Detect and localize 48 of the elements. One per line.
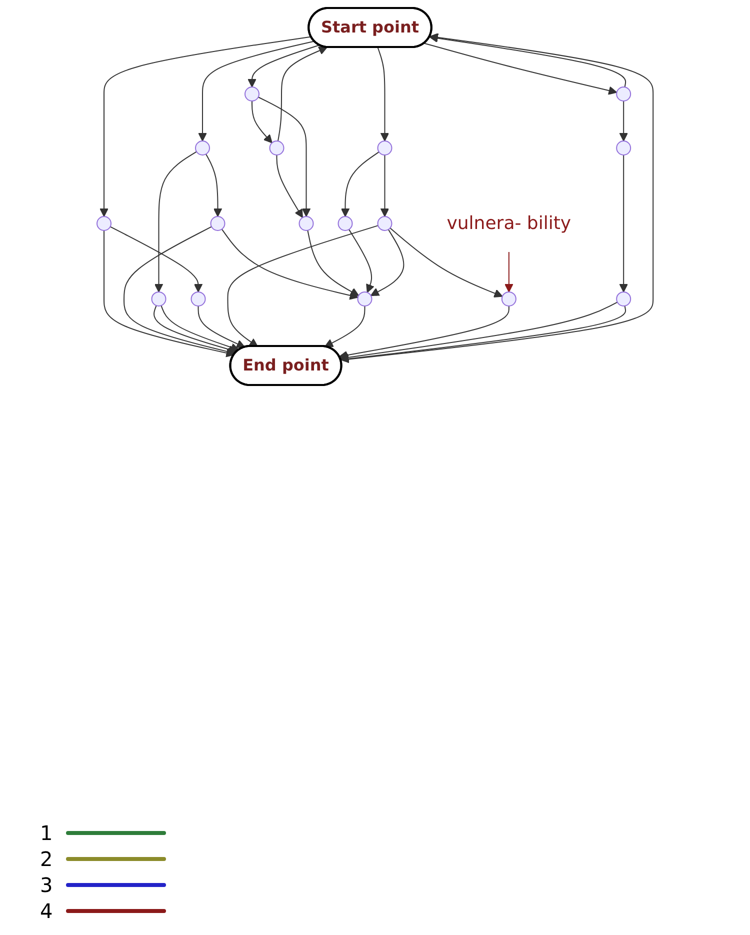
node-circle (616, 86, 632, 102)
legend-number: 4 (40, 899, 54, 923)
arrow (377, 47, 390, 142)
node-circle (377, 140, 392, 156)
node-circle (194, 140, 210, 156)
node-circle (190, 292, 206, 306)
node-circle (269, 140, 284, 156)
node-circle (357, 292, 372, 306)
node-circle (616, 292, 632, 306)
arrow (100, 36, 312, 217)
arrow (248, 44, 320, 88)
arrow (205, 154, 222, 217)
arrow (227, 225, 379, 347)
node-circle (377, 216, 392, 231)
arrow (258, 96, 311, 217)
arrow (370, 228, 404, 296)
node-circle (244, 86, 260, 102)
arrow (348, 228, 374, 293)
arrow (277, 46, 328, 142)
node-circle (96, 216, 112, 231)
arrow (251, 100, 272, 144)
arrow (380, 154, 390, 217)
arrow (221, 228, 358, 300)
node-circle (501, 292, 516, 306)
legend-number: 2 (40, 847, 54, 871)
arrow (619, 154, 628, 292)
node-circle (338, 216, 353, 231)
arrow (504, 252, 514, 292)
legend-number: 3 (40, 873, 54, 897)
node-text: vulnera- bility (446, 212, 572, 234)
node-circle (210, 216, 226, 231)
arrow (198, 306, 246, 348)
node-circle (616, 140, 632, 156)
arrow (198, 40, 315, 142)
arrow (338, 306, 510, 360)
arrow (619, 100, 628, 142)
arrow (110, 226, 203, 292)
arrow (340, 151, 380, 217)
arrow (340, 33, 654, 361)
arrow (154, 151, 197, 292)
node-circle (151, 292, 166, 306)
arrow (307, 230, 359, 296)
legend-number: 1 (40, 821, 54, 845)
node-circle (298, 216, 314, 231)
arrow (276, 154, 303, 218)
arrow (424, 42, 618, 95)
arrow (324, 306, 366, 348)
arrow (390, 228, 503, 298)
